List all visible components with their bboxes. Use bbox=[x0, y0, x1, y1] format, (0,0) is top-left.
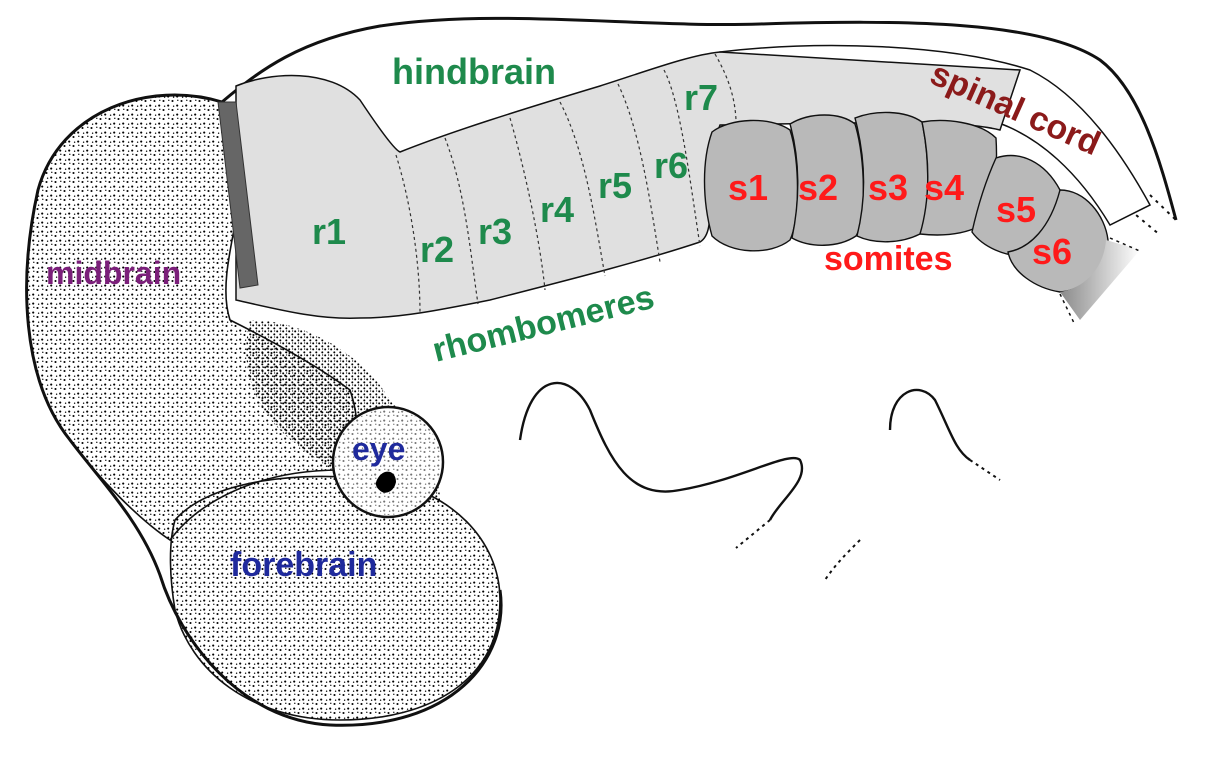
somite-s1 bbox=[703, 119, 799, 252]
tail-dotted-edge bbox=[1059, 237, 1143, 326]
midbrain-label: midbrain bbox=[46, 255, 181, 291]
dorsal-outline bbox=[221, 16, 1178, 221]
rhombomere-label-r4: r4 bbox=[540, 189, 574, 230]
rhombomere-label-r3: r3 bbox=[478, 211, 512, 252]
somite-label-s4: s4 bbox=[924, 167, 964, 208]
pharyngeal-arch-2 bbox=[888, 388, 971, 461]
hindbrain-label: hindbrain bbox=[392, 51, 556, 92]
somite-label-s5: s5 bbox=[996, 189, 1036, 230]
somite-label-s3: s3 bbox=[868, 167, 908, 208]
lens-icon bbox=[375, 471, 396, 493]
somite-s2 bbox=[789, 114, 865, 246]
rhombomere-label-r5: r5 bbox=[598, 165, 632, 206]
pharyngeal-arch-1 bbox=[518, 381, 804, 521]
rhombomere-label-r7: r7 bbox=[684, 77, 718, 118]
somite-label-s1: s1 bbox=[728, 167, 768, 208]
rhombomere-boundaries bbox=[395, 53, 737, 315]
somite-label-s6: s6 bbox=[1032, 231, 1072, 272]
forebrain-label: forebrain bbox=[230, 546, 377, 584]
rhombomere-label-r1: r1 bbox=[312, 211, 346, 252]
somites-group bbox=[703, 111, 1109, 293]
midbrain-hindbrain-boundary bbox=[217, 101, 259, 289]
dorsal-outline-dotted-tip bbox=[1129, 194, 1179, 236]
rhombomere-label-r6: r6 bbox=[654, 145, 688, 186]
rhombomere-label-r2: r2 bbox=[420, 229, 454, 270]
arch-tail-dotted bbox=[824, 539, 861, 581]
tail-shading bbox=[1060, 240, 1140, 320]
pharyngeal-arch-1-dotted bbox=[735, 519, 771, 549]
somite-label-s2: s2 bbox=[798, 167, 838, 208]
pharyngeal-arch-2-dotted bbox=[969, 459, 1001, 481]
eye-stipple bbox=[335, 409, 441, 515]
somites-label: somites bbox=[824, 240, 953, 278]
forebrain bbox=[169, 475, 501, 721]
eye-label: eye bbox=[352, 431, 405, 467]
